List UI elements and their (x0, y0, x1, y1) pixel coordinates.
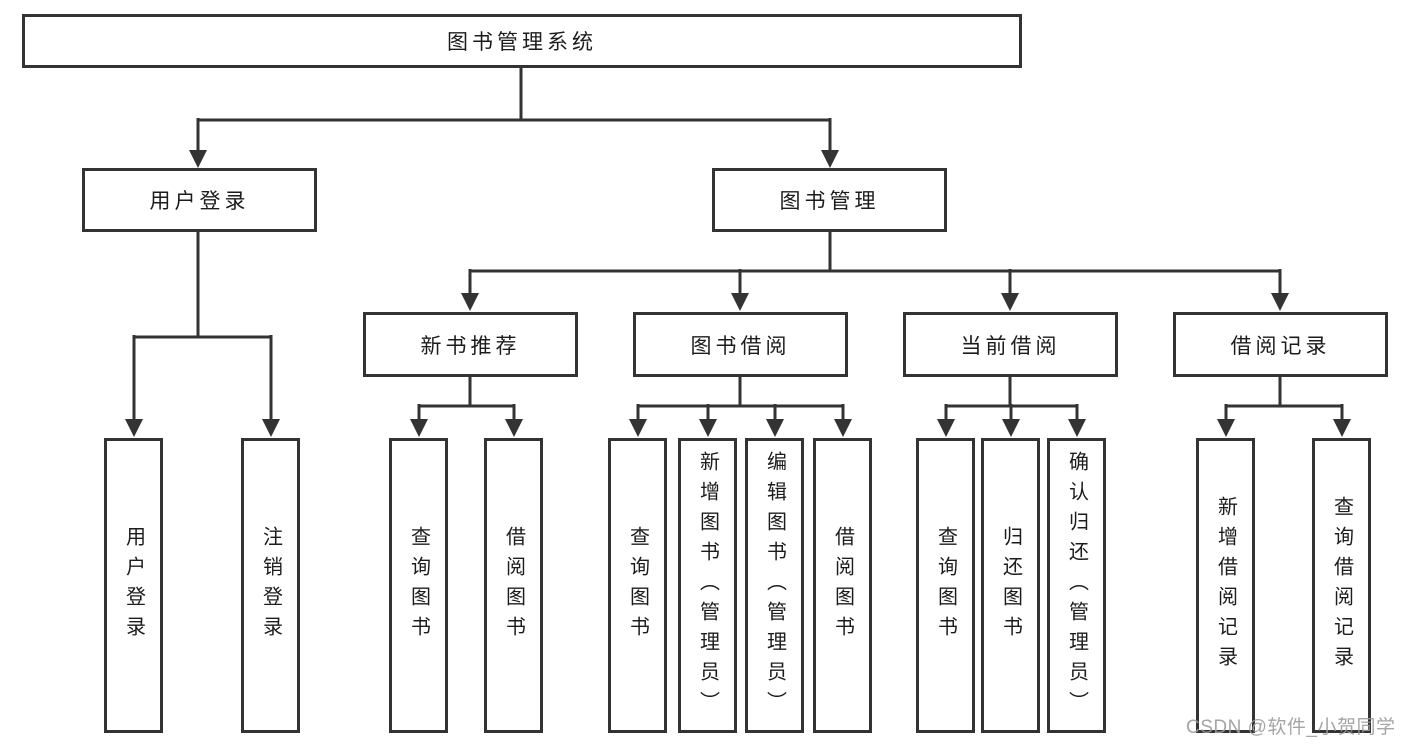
node-label: 注销登录 (259, 525, 282, 646)
node-label: 用户登录 (122, 525, 145, 646)
node-edit-books-admin: 编辑图书（管理员） (745, 438, 804, 733)
node-book-management: 图书管理 (712, 168, 947, 232)
node-logout: 注销登录 (241, 438, 300, 733)
node-label: 用户登录 (149, 190, 250, 213)
connector-current-subtree (937, 377, 1086, 437)
node-label: 当前借阅 (960, 334, 1061, 358)
node-borrow-books: 借阅图书 (813, 438, 872, 733)
node-label: 借阅图书 (831, 525, 854, 646)
node-borrow-records: 借阅记录 (1173, 312, 1388, 377)
node-query-books-borrow: 查询图书 (608, 438, 667, 733)
node-user-login-leaf: 用户登录 (104, 438, 163, 733)
node-label: 新书推荐 (420, 334, 521, 358)
node-label: 新增图书（管理员） (696, 450, 719, 721)
connector-borrow-subtree (629, 377, 852, 437)
node-library-management-system: 图书管理系统 (22, 14, 1022, 68)
node-confirm-return-admin: 确认归还（管理员） (1047, 438, 1106, 733)
node-label: 查询图书 (934, 525, 957, 646)
node-label: 图书管理系统 (447, 31, 597, 54)
connector-recommend-subtree (410, 377, 523, 437)
node-label: 查询借阅记录 (1330, 495, 1353, 676)
node-return-books: 归还图书 (981, 438, 1040, 733)
node-label: 借阅图书 (502, 525, 525, 646)
node-current-borrow: 当前借阅 (903, 312, 1118, 377)
node-query-books-current: 查询图书 (916, 438, 975, 733)
node-label: 图书管理 (779, 190, 880, 213)
connector-management-to-level3 (461, 232, 1289, 311)
node-query-borrow-record: 查询借阅记录 (1312, 438, 1371, 733)
node-label: 图书借阅 (690, 334, 791, 358)
node-user-login: 用户登录 (82, 168, 317, 232)
node-label: 确认归还（管理员） (1065, 450, 1088, 721)
csdn-watermark: CSDN @软件_小贺同学 (1186, 717, 1396, 738)
node-new-book-recommend: 新书推荐 (363, 312, 578, 377)
node-query-books-recommend: 查询图书 (389, 438, 448, 733)
connector-root-to-level2 (189, 67, 839, 168)
connector-records-subtree (1217, 377, 1351, 437)
node-label: 编辑图书（管理员） (763, 450, 786, 721)
node-add-borrow-record: 新增借阅记录 (1196, 438, 1255, 733)
node-borrow-books-recommend: 借阅图书 (484, 438, 543, 733)
node-label: 借阅记录 (1230, 334, 1331, 358)
connector-login-subtree (125, 232, 280, 437)
node-book-borrow: 图书借阅 (633, 312, 848, 377)
node-label: 查询图书 (626, 525, 649, 646)
node-label: 归还图书 (999, 525, 1022, 646)
node-label: 新增借阅记录 (1214, 495, 1237, 676)
node-label: 查询图书 (407, 525, 430, 646)
node-add-books-admin: 新增图书（管理员） (678, 438, 737, 733)
